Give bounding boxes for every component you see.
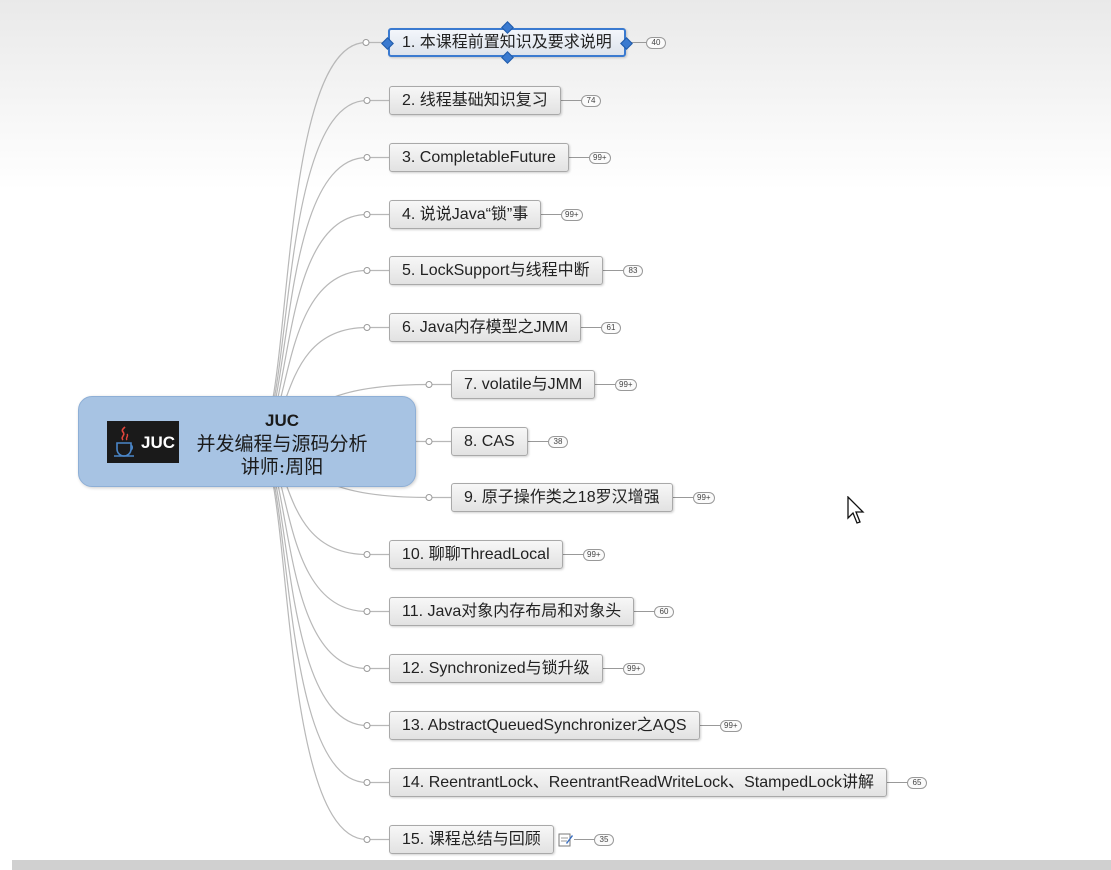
root-subtitle: 并发编程与源码分析 [196, 433, 368, 455]
java-cup-icon [114, 426, 134, 457]
subtopic-count-badge[interactable]: 74 [581, 94, 601, 107]
logo-text: JUC [141, 433, 176, 452]
connector-dot-3 [363, 154, 371, 161]
connector-dot-7 [425, 381, 433, 388]
subtopic-count-badge[interactable]: 99+ [720, 719, 742, 732]
subtopic-count-badge[interactable]: 99+ [589, 151, 611, 164]
topic-13[interactable]: 13. AbstractQueuedSynchronizer之AQS [389, 711, 700, 740]
subtopic-count-badge[interactable]: 99+ [583, 548, 605, 561]
topic-7[interactable]: 7. volatile与JMM [451, 370, 596, 399]
subtopic-count-badge[interactable]: 65 [907, 776, 927, 789]
connector-dot-15 [363, 836, 371, 843]
connector-dot-5 [363, 267, 371, 274]
horizontal-scrollbar[interactable] [12, 860, 1111, 870]
central-topic[interactable]: JUC JUC 并发编程与源码分析 讲师:周阳 [78, 396, 416, 487]
topic-3[interactable]: 3. CompletableFuture [389, 143, 569, 172]
topic-5[interactable]: 5. LockSupport与线程中断 [389, 256, 603, 285]
connector-dot-4 [363, 211, 371, 218]
topic-2[interactable]: 2. 线程基础知识复习 [389, 86, 561, 115]
connector-dot-12 [363, 665, 371, 672]
topic-9[interactable]: 9. 原子操作类之18罗汉增强 [451, 483, 673, 512]
connector-dot-2 [363, 97, 371, 104]
subtopic-count-badge[interactable]: 99+ [693, 491, 715, 504]
connector-dot-14 [363, 779, 371, 786]
mouse-pointer-icon [847, 496, 865, 524]
topic-15[interactable]: 15. 课程总结与回顾 [389, 825, 554, 854]
topic-14[interactable]: 14. ReentrantLock、ReentrantReadWriteLock… [389, 768, 887, 797]
root-teacher: 讲师:周阳 [240, 456, 324, 478]
connector-dot-1 [362, 39, 370, 46]
subtopic-count-badge[interactable]: 60 [654, 605, 674, 618]
topic-4[interactable]: 4. 说说Java“锁”事 [389, 200, 542, 229]
topic-6[interactable]: 6. Java内存模型之JMM [389, 313, 582, 342]
connector-dot-10 [363, 551, 371, 558]
connector-dot-11 [363, 608, 371, 615]
connector-dot-13 [363, 722, 371, 729]
connector-dot-9 [425, 494, 433, 501]
subtopic-count-badge[interactable]: 61 [601, 321, 621, 334]
note-edit-icon[interactable] [558, 832, 573, 847]
root-title: JUC [264, 411, 299, 430]
topic-10[interactable]: 10. 聊聊ThreadLocal [389, 540, 563, 569]
subtopic-count-badge[interactable]: 83 [623, 264, 643, 277]
topic-11[interactable]: 11. Java对象内存布局和对象头 [389, 597, 635, 626]
topic-12[interactable]: 12. Synchronized与锁升级 [389, 654, 603, 683]
connector-dot-8 [425, 438, 433, 445]
connector-dot-6 [363, 324, 371, 331]
subtopic-count-badge[interactable]: 40 [646, 36, 666, 49]
subtopic-count-badge[interactable]: 99+ [615, 378, 637, 391]
subtopic-count-badge[interactable]: 35 [594, 833, 614, 846]
topic-8[interactable]: 8. CAS [451, 427, 528, 456]
subtopic-count-badge[interactable]: 99+ [623, 662, 645, 675]
subtopic-count-badge[interactable]: 38 [548, 435, 568, 448]
subtopic-count-badge[interactable]: 99+ [561, 208, 583, 221]
juc-logo: JUC [107, 421, 179, 463]
